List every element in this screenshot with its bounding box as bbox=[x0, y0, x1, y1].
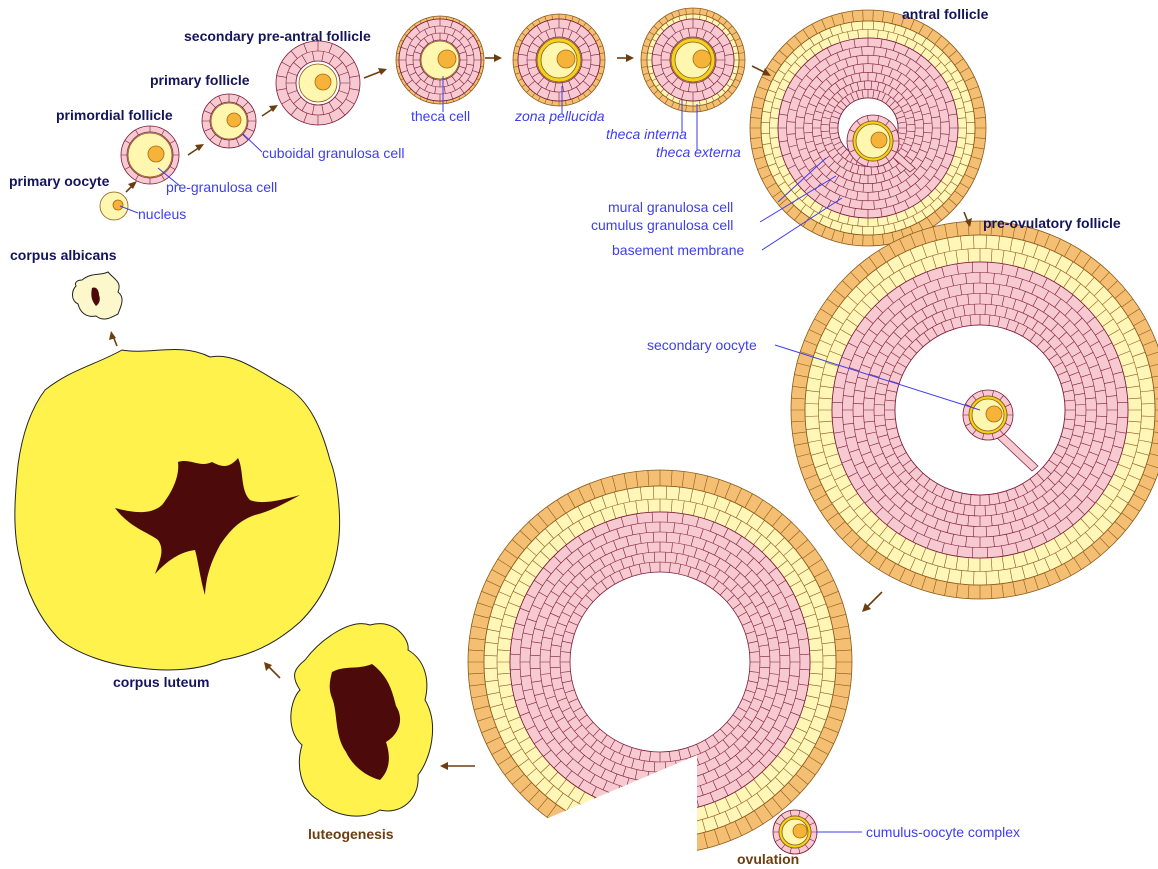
corpus-albicans-drawing bbox=[73, 272, 123, 319]
follicle-drawings bbox=[15, 8, 1158, 854]
arrow-preovulatory-to-ovulation bbox=[862, 592, 882, 612]
cumulus-oocyte-complex-drawing bbox=[773, 810, 817, 854]
primary-oocyte-drawing bbox=[100, 192, 128, 220]
zona-pellucida-follicle-drawing bbox=[513, 14, 605, 106]
preovulatory-follicle-drawing bbox=[791, 221, 1158, 599]
secondary-follicle-drawing bbox=[276, 41, 360, 125]
primordial-follicle-drawing bbox=[121, 126, 179, 184]
label-theca-externa: theca externa bbox=[656, 144, 741, 160]
arrow-tertiary-to-zp bbox=[485, 54, 502, 62]
arrow-luteum-to-albicans bbox=[109, 331, 117, 346]
label-pre-granulosa-cell: pre-granulosa cell bbox=[166, 179, 277, 195]
arrow-zp-to-theca bbox=[617, 54, 634, 62]
stage-primary-follicle: primary follicle bbox=[150, 72, 250, 88]
label-nucleus: nucleus bbox=[138, 206, 186, 222]
label-cuboidal-granulosa-cell: cuboidal granulosa cell bbox=[262, 145, 404, 161]
stage-corpus-luteum: corpus luteum bbox=[113, 674, 209, 690]
stage-secondary-preantral: secondary pre-antral follicle bbox=[184, 28, 371, 44]
arrow-secondary-to-tertiary bbox=[364, 68, 387, 78]
arrow-oocyte-to-primordial bbox=[126, 181, 137, 192]
label-basement-membrane: basement membrane bbox=[612, 242, 745, 258]
ovulated-follicle-drawing bbox=[468, 470, 852, 854]
luteogenesis-drawing bbox=[291, 624, 433, 816]
stage-ovulation: ovulation bbox=[737, 851, 799, 867]
label-zona-pellucida: zona pellucida bbox=[514, 108, 605, 124]
stage-preovulatory-follicle: pre-ovulatory follicle bbox=[983, 215, 1121, 231]
antral-follicle-drawing bbox=[750, 10, 986, 246]
stage-corpus-albicans: corpus albicans bbox=[10, 247, 117, 263]
arrow-ovulation-to-luteogenesis bbox=[440, 762, 475, 770]
primary-follicle-drawing bbox=[202, 94, 256, 148]
stage-primordial-follicle: primordial follicle bbox=[56, 107, 173, 123]
stage-antral-follicle: antral follicle bbox=[902, 6, 989, 22]
arrow-primordial-to-primary bbox=[188, 144, 204, 155]
arrow-primary-to-secondary bbox=[262, 105, 278, 116]
stage-primary-oocyte: primary oocyte bbox=[9, 173, 110, 189]
label-cumulus-granulosa-cell: cumulus granulosa cell bbox=[591, 217, 733, 233]
arrow-luteogenesis-to-corpus-luteum bbox=[264, 662, 280, 678]
label-theca-interna: theca interna bbox=[606, 126, 687, 142]
corpus-luteum-drawing bbox=[15, 349, 340, 669]
stage-luteogenesis: luteogenesis bbox=[308, 826, 394, 842]
label-secondary-oocyte: secondary oocyte bbox=[647, 337, 757, 353]
label-mural-granulosa-cell: mural granulosa cell bbox=[608, 199, 733, 215]
theca-layers-follicle-drawing bbox=[641, 8, 745, 112]
label-theca-cell: theca cell bbox=[411, 108, 470, 124]
theca-cell-follicle-drawing bbox=[396, 16, 484, 104]
label-cumulus-oocyte-complex: cumulus-oocyte complex bbox=[866, 824, 1020, 840]
